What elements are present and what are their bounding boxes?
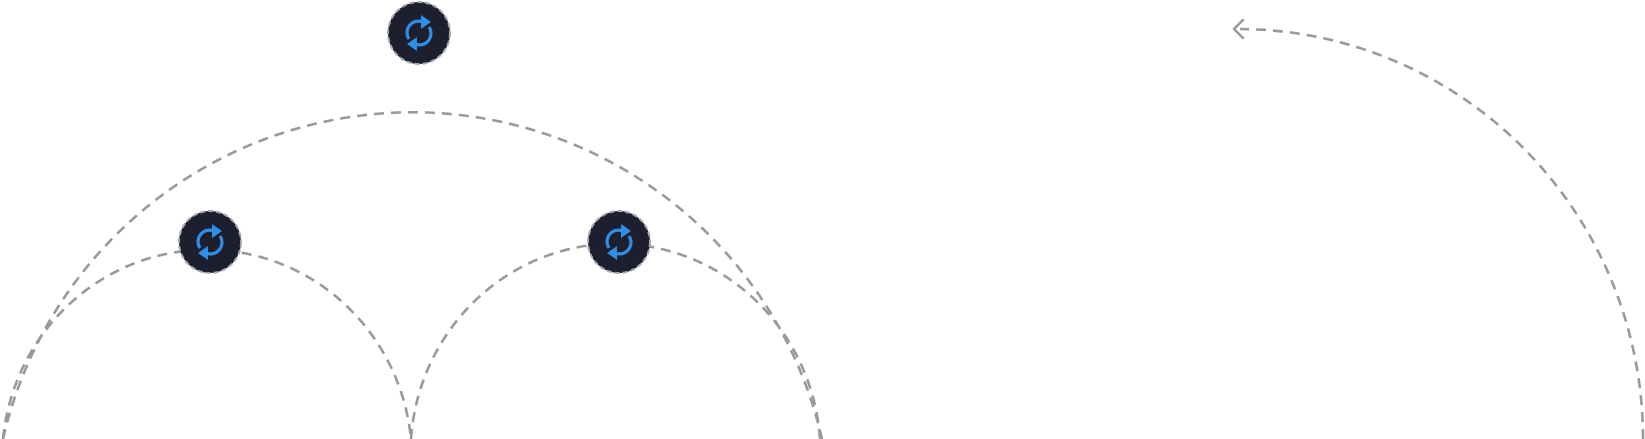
sync-arrow-upper <box>605 228 624 249</box>
sync-arrowhead-lower <box>407 37 417 51</box>
sync-arrow-lower <box>414 26 433 47</box>
sync-icon <box>405 15 433 51</box>
outer-arc <box>1 111 824 439</box>
sync-arrowhead-lower <box>198 246 208 260</box>
sync-node-right[interactable] <box>587 210 651 274</box>
node-background <box>587 210 651 274</box>
sync-node-left[interactable] <box>178 210 242 274</box>
sync-arrowhead-lower <box>607 246 617 260</box>
sync-arrowhead-upper <box>421 15 431 29</box>
sync-icon <box>605 224 633 260</box>
sync-arrow-lower <box>614 235 633 256</box>
node-background <box>387 1 451 65</box>
sync-arrow-upper <box>405 19 424 40</box>
far-right-arc <box>1239 27 1645 439</box>
sync-arrowhead-upper <box>212 224 222 238</box>
sync-arrow-lower <box>205 235 224 256</box>
sync-icon <box>196 224 224 260</box>
left-inner-arc <box>1 248 413 439</box>
sync-node-top[interactable] <box>387 1 451 65</box>
far-right-arc-arrowhead <box>1232 18 1245 40</box>
node-background <box>178 210 242 274</box>
sync-arrowhead-upper <box>621 224 631 238</box>
sync-arrow-upper <box>196 228 215 249</box>
